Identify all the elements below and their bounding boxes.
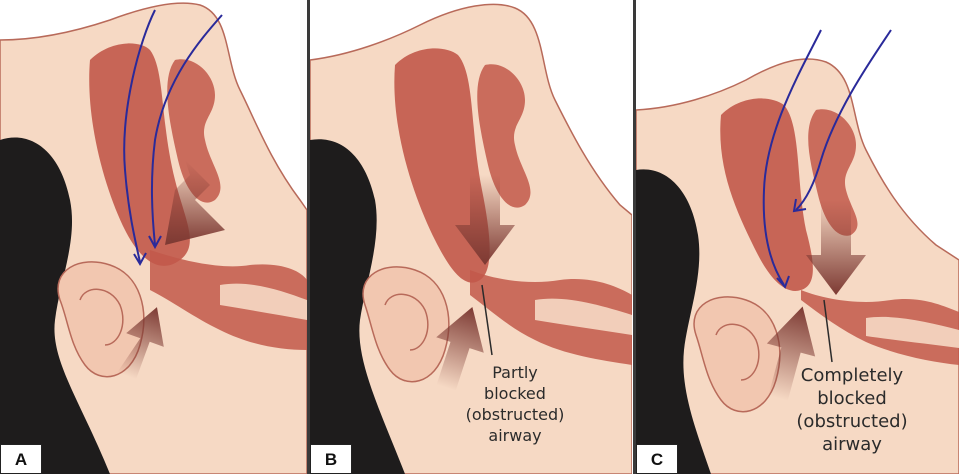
caption-line: blocked (460, 383, 570, 404)
caption-line: airway (782, 433, 922, 456)
caption-partly-blocked: Partly blocked (obstructed) airway (460, 362, 570, 446)
caption-line: (obstructed) (782, 410, 922, 433)
panel-a-illustration (0, 0, 307, 474)
caption-line: Completely (782, 364, 922, 387)
caption-line: blocked (782, 387, 922, 410)
caption-line: airway (460, 425, 570, 446)
panel-a-normal-airway: A (0, 0, 307, 474)
panel-label: B (310, 444, 352, 474)
caption-line: Partly (460, 362, 570, 383)
panel-c-completely-blocked-airway: Completely blocked (obstructed) airway C (636, 0, 959, 474)
caption-line: (obstructed) (460, 404, 570, 425)
panel-label: C (636, 444, 678, 474)
panel-label: A (0, 444, 42, 474)
panel-b-partly-blocked-airway: Partly blocked (obstructed) airway B (310, 0, 632, 474)
caption-completely-blocked: Completely blocked (obstructed) airway (782, 364, 922, 456)
